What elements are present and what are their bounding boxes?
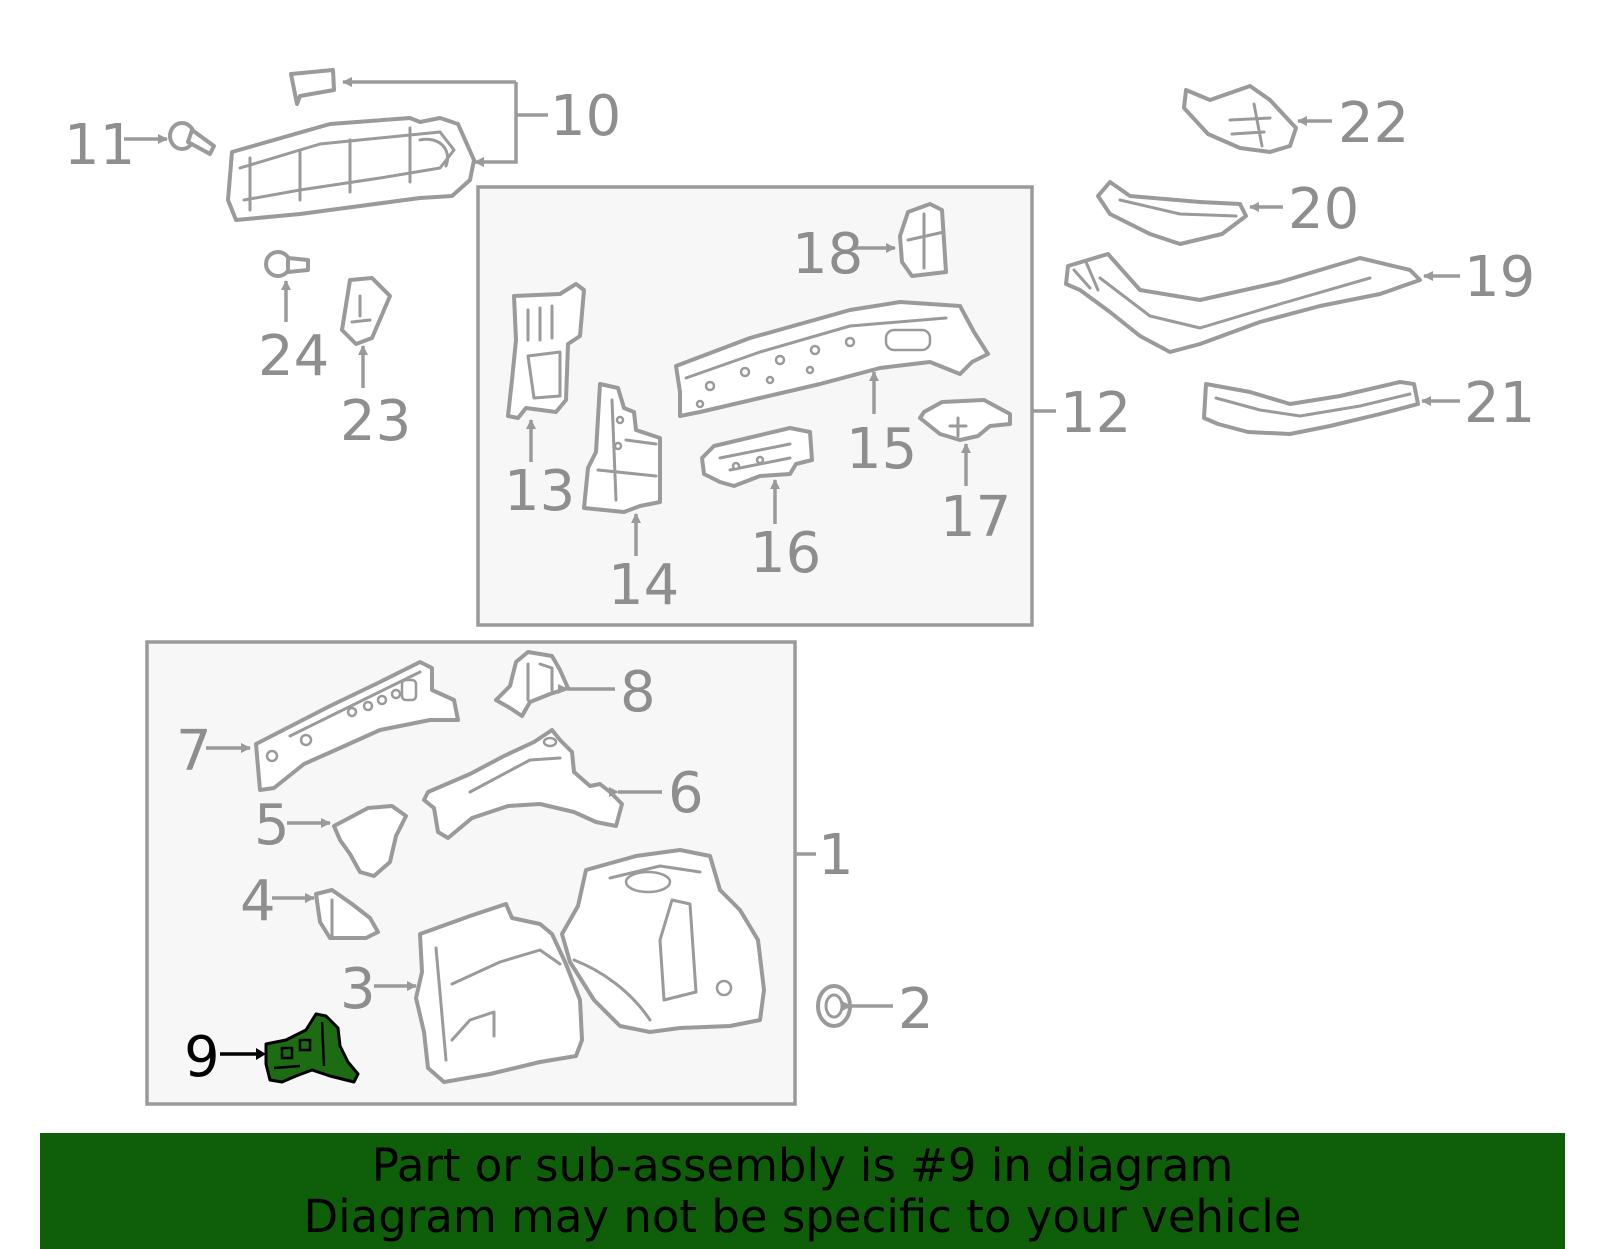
callout-numbers: 10 11 24 23 18 13 14 15 16 17 12 22 20 1…	[64, 84, 1535, 1090]
callout-8[interactable]: 8	[620, 660, 656, 725]
callout-6[interactable]: 6	[668, 761, 704, 826]
part-shock-tower[interactable]	[560, 848, 766, 1034]
part-22[interactable]	[1182, 84, 1298, 154]
leader-lines	[124, 77, 1460, 1060]
part-4[interactable]	[314, 888, 380, 940]
part-13[interactable]	[506, 282, 586, 420]
part-9-highlighted[interactable]	[264, 1012, 360, 1084]
callout-1[interactable]: 1	[818, 823, 854, 888]
part-15[interactable]	[674, 300, 990, 418]
callout-5[interactable]: 5	[254, 793, 290, 858]
part-18[interactable]	[898, 202, 948, 278]
part-2[interactable]	[816, 984, 852, 1028]
part-14[interactable]	[582, 382, 662, 514]
callout-11[interactable]: 11	[64, 113, 135, 178]
banner-line-2: Diagram may not be specific to your vehi…	[303, 1190, 1302, 1243]
part-24[interactable]	[264, 250, 310, 278]
callout-7[interactable]: 7	[176, 719, 212, 784]
callout-19[interactable]: 19	[1464, 245, 1535, 310]
callout-16[interactable]: 16	[750, 521, 821, 586]
part-3[interactable]	[414, 902, 584, 1084]
callout-18[interactable]: 18	[792, 222, 863, 287]
callout-13[interactable]: 13	[504, 459, 575, 524]
part-8[interactable]	[494, 650, 570, 718]
part-17[interactable]	[918, 398, 1012, 442]
callout-21[interactable]: 21	[1464, 371, 1535, 436]
part-5[interactable]	[332, 804, 408, 878]
part-20[interactable]	[1096, 180, 1248, 246]
part-6[interactable]	[422, 728, 624, 840]
part-21[interactable]	[1202, 380, 1420, 436]
part-16[interactable]	[700, 426, 814, 488]
part-7[interactable]	[254, 660, 460, 792]
callout-12[interactable]: 12	[1060, 381, 1131, 446]
callout-9[interactable]: 9	[184, 1025, 220, 1090]
part-10[interactable]	[226, 68, 476, 222]
part-11[interactable]	[168, 121, 216, 156]
callout-15[interactable]: 15	[846, 417, 917, 482]
banner-line-1: Part or sub-assembly is #9 in diagram	[371, 1139, 1234, 1192]
callout-23[interactable]: 23	[340, 389, 411, 454]
part-23[interactable]	[340, 276, 392, 346]
callout-14[interactable]: 14	[608, 553, 679, 618]
callout-4[interactable]: 4	[240, 869, 276, 934]
callout-20[interactable]: 20	[1288, 177, 1359, 242]
info-banner: Part or sub-assembly is #9 in diagram Di…	[40, 1133, 1565, 1249]
callout-22[interactable]: 22	[1338, 91, 1409, 156]
callout-17[interactable]: 17	[940, 485, 1011, 550]
part-19[interactable]	[1064, 252, 1422, 354]
callout-24[interactable]: 24	[258, 324, 329, 389]
callout-2[interactable]: 2	[898, 977, 934, 1042]
callout-10[interactable]: 10	[550, 84, 621, 149]
callout-3[interactable]: 3	[340, 957, 376, 1022]
